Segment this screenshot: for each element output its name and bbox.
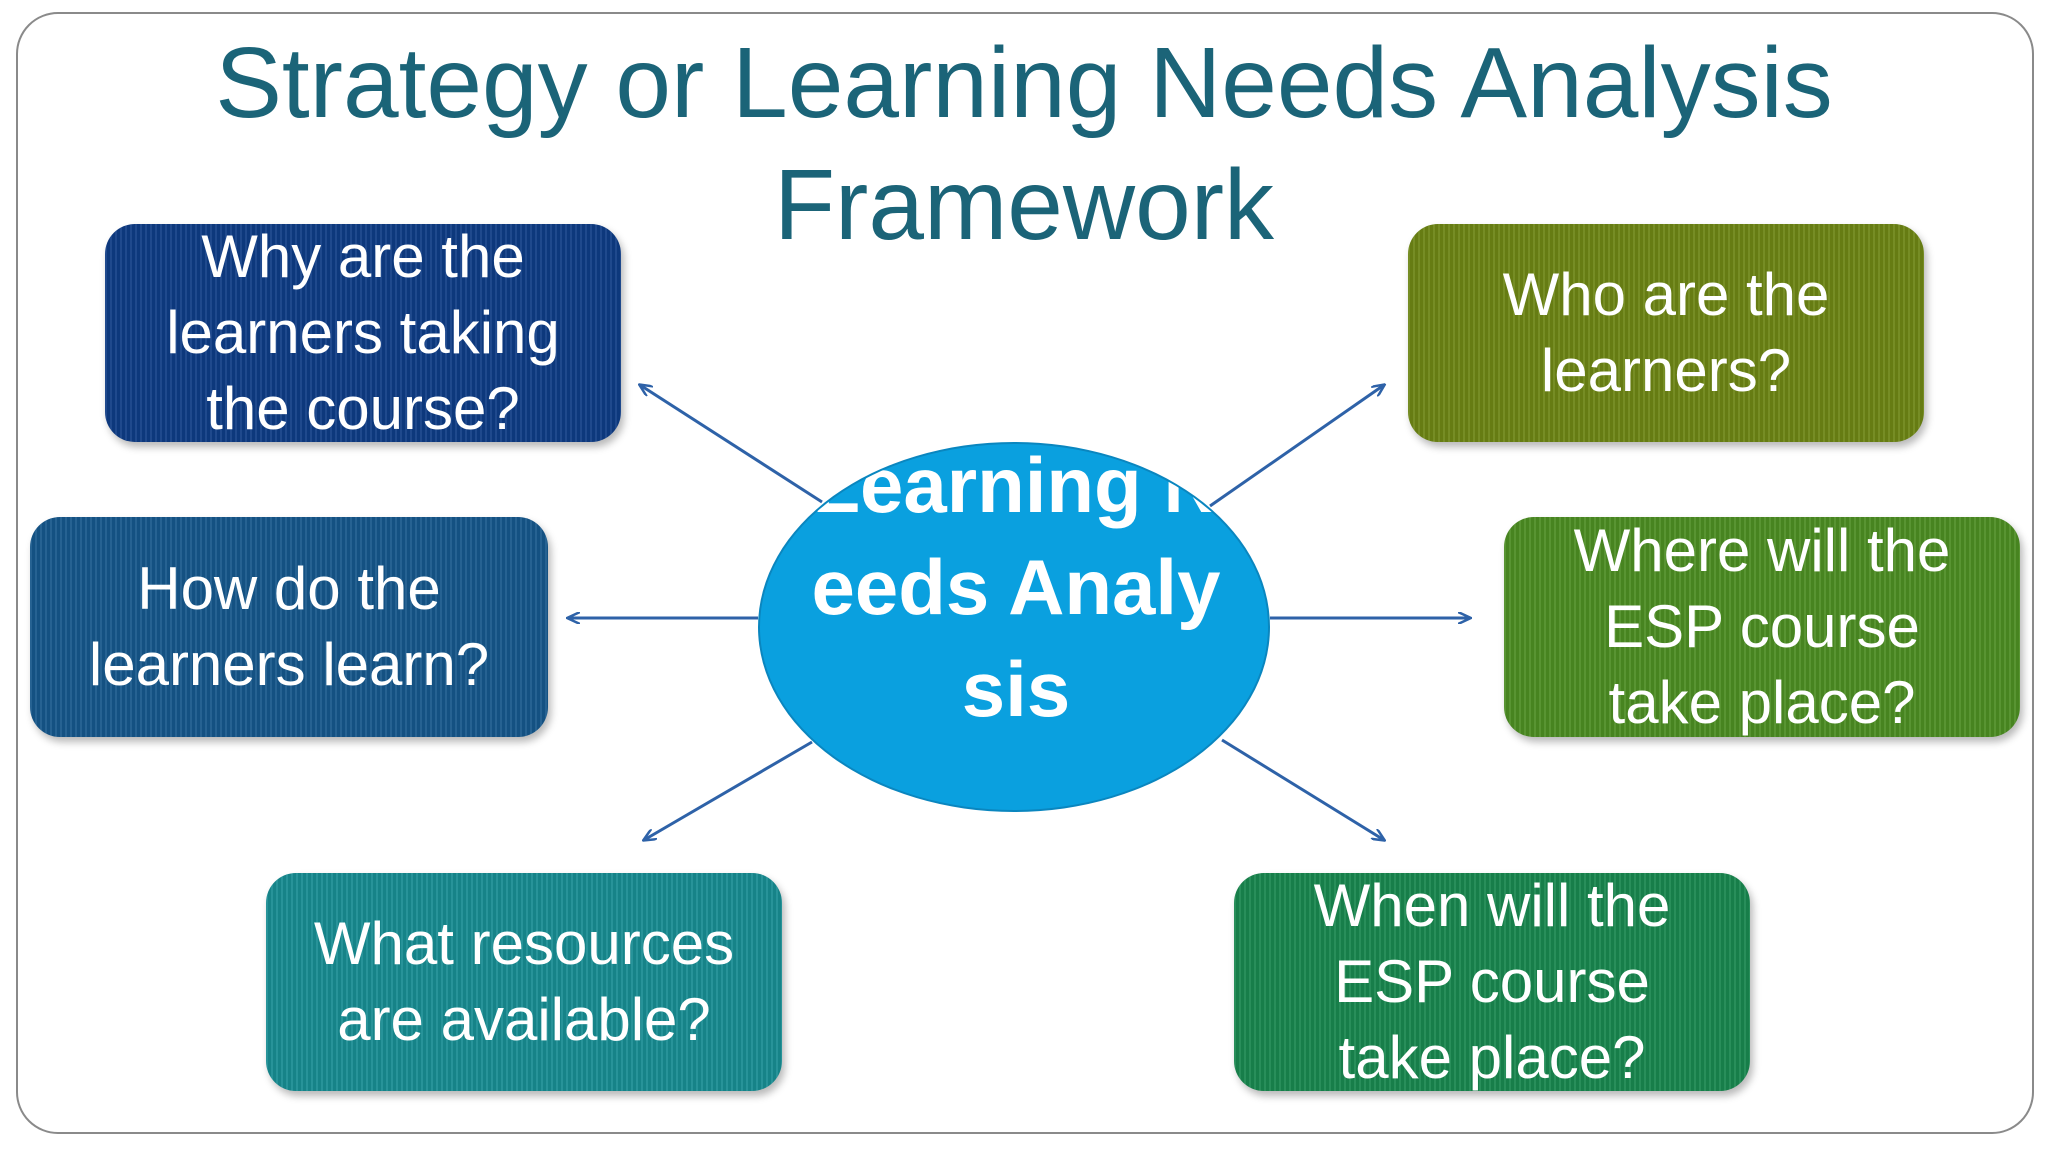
- question-what-text: What resources are available?: [314, 906, 734, 1058]
- question-box-why: Why are the learners taking the course?: [105, 223, 621, 442]
- question-box-where: Where will the ESP course take place?: [1504, 517, 2020, 737]
- question-when-text: When will the ESP course take place?: [1314, 868, 1671, 1096]
- question-box-who: Who are the learners?: [1408, 224, 1924, 442]
- arrow-to-why: [640, 385, 823, 504]
- arrow-to-when: [1221, 738, 1384, 840]
- question-box-when: When will the ESP course take place?: [1234, 872, 1750, 1091]
- question-who-line-2: learners?: [1540, 337, 1792, 404]
- diagram-title: Strategy or Learning Needs Analysis Fram…: [0, 22, 2048, 266]
- question-why-line-1: Why are the: [201, 223, 525, 290]
- title-line-1: Strategy or Learning Needs Analysis: [215, 27, 1833, 139]
- hub-label: Learning Needs Analysis: [811, 442, 1221, 733]
- arrow-to-who: [1209, 385, 1384, 508]
- question-why-line-2: learners taking: [166, 299, 560, 366]
- arrow-to-what: [644, 740, 813, 840]
- question-when-line-2: ESP course: [1334, 948, 1650, 1015]
- question-what-line-2: are available?: [337, 986, 711, 1053]
- question-when-line-1: When will the: [1313, 872, 1671, 939]
- question-what-line-1: What resources: [313, 910, 735, 977]
- question-why-text: Why are the learners taking the course?: [166, 219, 560, 447]
- question-why-line-3: the course?: [206, 375, 520, 442]
- question-who-text: Who are the learners?: [1503, 257, 1830, 409]
- central-hub-ellipse: Learning Needs Analysis: [758, 442, 1270, 812]
- question-box-what: What resources are available?: [266, 873, 782, 1091]
- question-where-line-2: ESP course: [1604, 593, 1920, 660]
- question-how-text: How do the learners learn?: [89, 551, 489, 703]
- question-box-how: How do the learners learn?: [30, 517, 548, 737]
- question-where-text: Where will the ESP course take place?: [1574, 513, 1951, 741]
- question-where-line-3: take place?: [1608, 669, 1916, 736]
- question-who-line-1: Who are the: [1502, 261, 1830, 328]
- question-where-line-1: Where will the: [1573, 517, 1951, 584]
- question-how-line-1: How do the: [137, 555, 441, 622]
- question-how-line-2: learners learn?: [88, 631, 490, 698]
- question-when-line-3: take place?: [1338, 1024, 1646, 1091]
- title-line-2: Framework: [773, 149, 1275, 261]
